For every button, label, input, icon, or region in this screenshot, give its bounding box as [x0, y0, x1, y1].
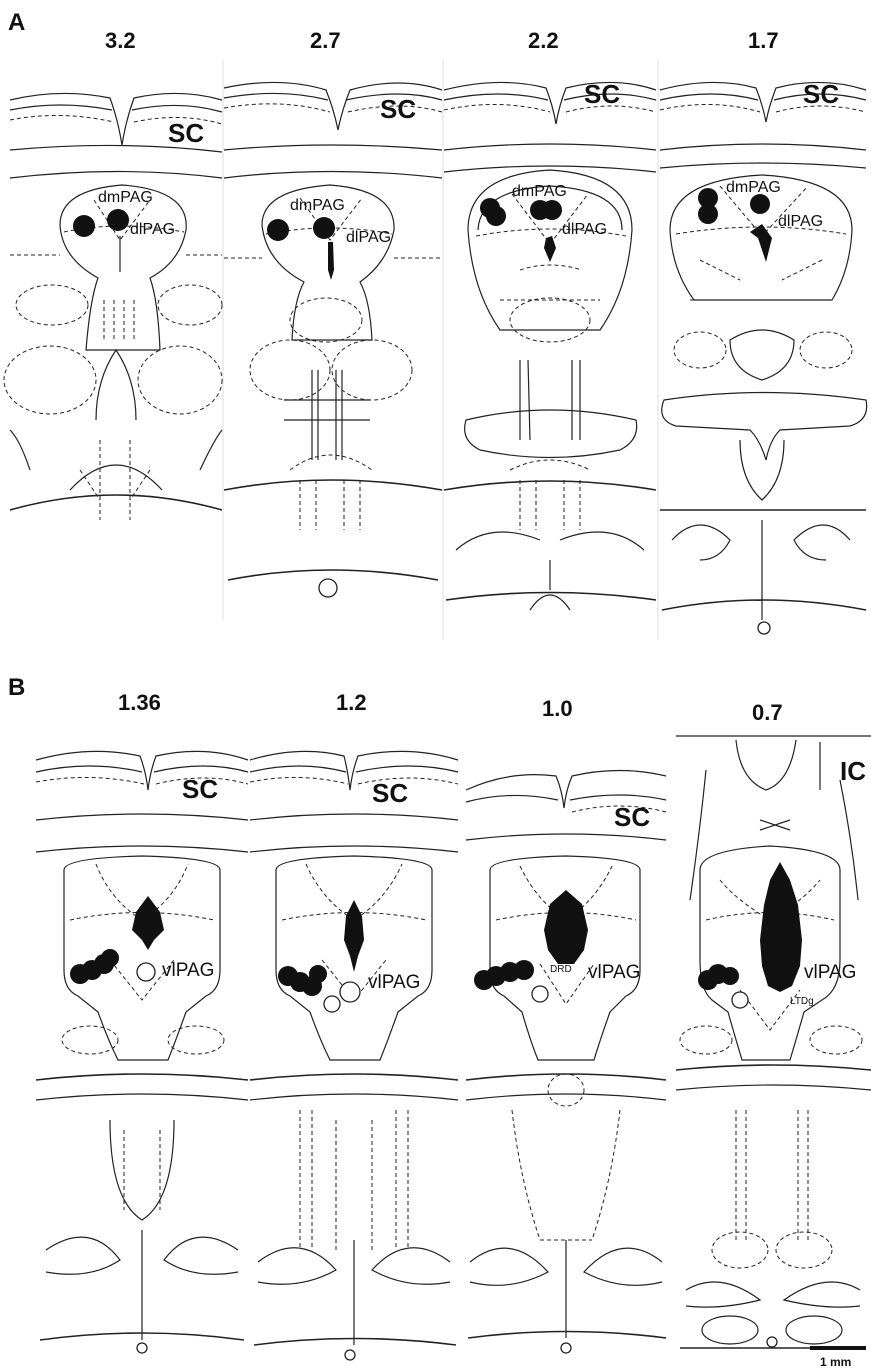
vlpag-label: vlPAG	[368, 972, 420, 993]
dmpag-label: dmPAG	[726, 179, 781, 196]
control-site	[137, 963, 155, 981]
injection-site	[698, 204, 718, 224]
coordinate-label: 1.2	[336, 690, 367, 715]
coordinate-label: 1.7	[748, 28, 779, 53]
section-a3: 2.2	[444, 28, 656, 610]
sc-label: SC	[372, 778, 408, 808]
lesion	[132, 896, 164, 950]
panel-a-letter: A	[8, 9, 25, 36]
section-b4: 0.7	[676, 700, 871, 1348]
injection-site	[309, 965, 327, 983]
lesion-track	[328, 242, 334, 280]
sc-label: SC	[380, 94, 416, 124]
lesion	[344, 900, 364, 972]
sc-label: SC	[182, 774, 218, 804]
coordinate-label: 2.2	[528, 28, 559, 53]
vlpag-label: vlPAG	[162, 960, 214, 981]
dlpag-label: dlPAG	[562, 221, 607, 238]
lesion	[760, 862, 802, 992]
sc-label: SC	[803, 79, 839, 109]
dlpag-label: dlPAG	[130, 221, 175, 238]
coordinate-label: 1.0	[542, 696, 573, 721]
control-site	[532, 986, 548, 1002]
scale-bar: 1 mm	[810, 1346, 866, 1369]
section-a1: 3.2	[4, 28, 222, 520]
scale-bar-label: 1 mm	[820, 1355, 851, 1369]
dlpag-label: dlPAG	[346, 229, 391, 246]
coordinate-label: 0.7	[752, 700, 783, 725]
panel-b: B 1.36 1.2	[8, 674, 871, 1360]
dlpag-label: dlPAG	[778, 213, 823, 230]
injection-site	[514, 960, 534, 980]
sc-label: SC	[614, 802, 650, 832]
coordinate-label: 2.7	[310, 28, 341, 53]
ltdg-label: LTDg	[790, 996, 814, 1007]
section-b2: 1.2	[250, 690, 458, 1360]
sc-label: SC	[584, 79, 620, 109]
injection-site	[313, 217, 335, 239]
scale-bar-line	[810, 1346, 866, 1350]
control-site	[340, 982, 360, 1002]
vlpag-label: vlPAG	[804, 962, 856, 983]
lesion-track	[544, 236, 556, 262]
sc-label: SC	[168, 118, 204, 148]
injection-site	[721, 967, 739, 985]
injection-site	[750, 194, 770, 214]
control-site	[732, 992, 748, 1008]
injection-site	[107, 209, 129, 231]
dmpag-label: dmPAG	[290, 197, 345, 214]
ic-label: IC	[840, 756, 866, 786]
panel-b-letter: B	[8, 674, 25, 701]
injection-site	[486, 206, 506, 226]
control-site	[324, 996, 340, 1012]
injection-site	[542, 200, 562, 220]
section-a4: 1.7	[660, 28, 867, 634]
coordinate-label: 3.2	[105, 28, 136, 53]
dmpag-label: dmPAG	[512, 183, 567, 200]
drd-label: DRD	[550, 964, 572, 975]
injection-site	[101, 949, 119, 967]
lesion-track	[750, 224, 772, 262]
coordinate-label: 1.36	[118, 690, 161, 715]
section-b3: 1.0	[466, 696, 666, 1353]
injection-site	[267, 219, 289, 241]
dmpag-label: dmPAG	[98, 189, 153, 206]
vlpag-label: vlPAG	[588, 962, 640, 983]
panel-a: A 3.2 2	[4, 9, 867, 640]
injection-site	[73, 215, 95, 237]
lesion	[544, 890, 588, 964]
